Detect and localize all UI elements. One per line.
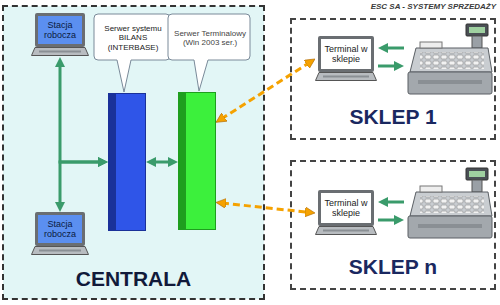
laptop-label: Terminal w sklepie [323,198,369,219]
server-label: Serwer systemu BILANS (INTERBASE) [98,24,168,52]
laptop-keys [39,51,81,53]
lan-link [60,162,102,206]
laptop-label: Stacja robocza [40,20,80,41]
laptop-keys [39,250,81,252]
laptop-keys [323,76,369,78]
site-region: SKLEP n Terminal w sklepie [290,160,496,290]
lan-link [152,161,172,164]
centrala-ground [3,6,264,299]
laptop-screen: Terminal w sklepie [318,36,374,72]
callout-bubble [94,14,170,92]
laptop-base [31,246,89,256]
remote-link [222,203,309,212]
server-tower: Serwer systemu BILANS (INTERBASE) [108,93,146,231]
data-arrow [378,65,398,68]
cash-register [408,24,492,94]
remote-link [221,62,310,119]
laptop-screen: Stacja robocza [35,212,85,246]
laptop-screen: Stacja robocza [35,13,85,47]
workstation-laptop: Stacja robocza [31,212,89,256]
region-label: SKLEP n [349,255,437,278]
data-arrow [384,201,404,204]
laptop-screen: Terminal w sklepie [318,190,374,226]
callout-bubble [168,14,250,91]
server-label: Serwer Terminalowy (Win 2003 ser.) [172,29,248,47]
site-region: CENTRALAStacja roboczaSerwer systemu BIL… [2,5,265,300]
region-label: SKLEP 1 [349,105,436,128]
laptop-keyboard [316,73,377,81]
laptop-label: Terminal w sklepie [323,44,369,65]
data-arrow [384,47,404,50]
laptop-label: Stacja robocza [40,219,80,240]
laptop-keys [323,230,369,232]
laptop-keyboard [32,48,89,56]
laptop-base [31,47,89,57]
data-arrow [378,219,398,222]
diagram-title: ESC SA - SYSTEMY SPRZEDAŻY [371,2,496,11]
laptop-base [315,72,377,82]
laptop-keyboard [32,247,89,255]
laptop-base [315,226,377,236]
cash-register [408,168,492,238]
region-label: CENTRALA [76,267,192,290]
laptop-keyboard [316,227,377,235]
callout-text-area: Serwer Terminalowy (Win 2003 ser.) [169,15,251,61]
workstation-laptop: Terminal w sklepie [315,190,377,236]
callout-text-area: Serwer systemu BILANS (INTERBASE) [95,15,171,61]
workstation-laptop: Stacja robocza [31,13,89,57]
workstation-laptop: Terminal w sklepie [315,36,377,82]
site-region: SKLEP 1 Terminal w sklepie [290,18,496,140]
title-holder: ESC SA - SYSTEMY SPRZEDAŻY [371,2,496,11]
server-tower: Serwer Terminalowy (Win 2003 ser.) [178,92,216,230]
lan-link [60,63,102,162]
